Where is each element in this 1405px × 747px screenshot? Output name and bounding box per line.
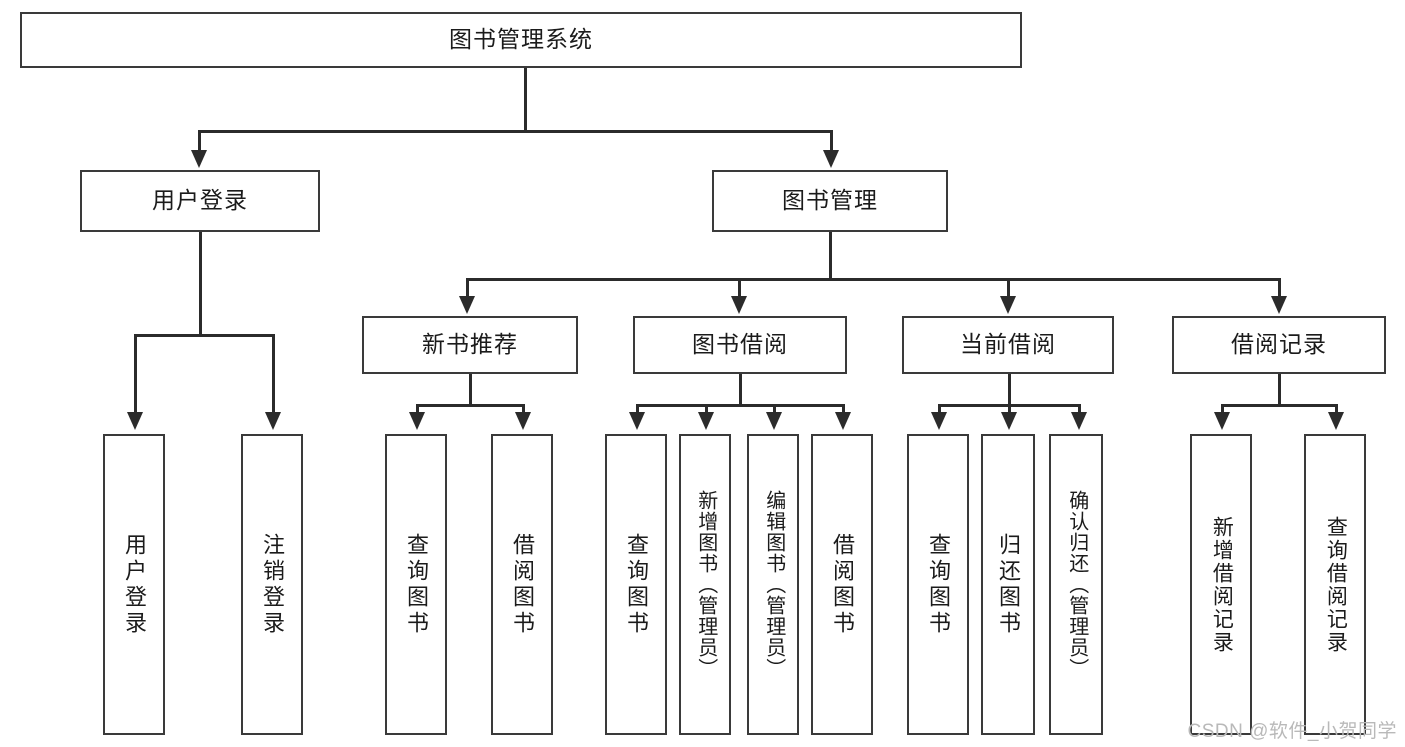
connector-borrow-to-leaf3 (773, 404, 776, 416)
node-current-borrow[interactable]: 当前借阅 (902, 316, 1114, 374)
connector-bookmgmt-to-l3-3 (1007, 278, 1010, 300)
arrow-bookmgmt-to-l3-4 (1271, 296, 1287, 314)
connector-root-stem (524, 68, 527, 132)
arrow-bookmgmt-to-l3-3 (1000, 296, 1016, 314)
leaf-return-book[interactable]: 归还图书 (981, 434, 1035, 735)
connector-login-to-leaf1 (134, 334, 137, 416)
leaf-query-borrow-record[interactable]: 查询借阅记录 (1304, 434, 1366, 735)
node-label: 确认归还（管理员） (1065, 490, 1088, 679)
leaf-query-book-current[interactable]: 查询图书 (907, 434, 969, 735)
connector-recommend-stem (469, 374, 472, 406)
connector-bookmgmt-bus (466, 278, 1280, 281)
node-label: 图书借阅 (692, 331, 788, 358)
connector-root-to-bookmgmt (830, 130, 833, 154)
arrow-borrow-to-leaf2 (698, 412, 714, 430)
connector-current-to-leaf3 (1078, 404, 1081, 416)
arrow-root-to-login (191, 150, 207, 168)
connector-record-bus (1221, 404, 1337, 407)
arrow-record-to-leaf1 (1214, 412, 1230, 430)
node-user-login[interactable]: 用户登录 (80, 170, 320, 232)
connector-borrow-bus (636, 404, 844, 407)
node-borrow-record[interactable]: 借阅记录 (1172, 316, 1386, 374)
leaf-logout[interactable]: 注销登录 (241, 434, 303, 735)
connector-record-to-leaf2 (1335, 404, 1338, 416)
leaf-borrow-book-recommend[interactable]: 借阅图书 (491, 434, 553, 735)
connector-bookmgmt-to-l3-4 (1278, 278, 1281, 300)
connector-current-stem (1008, 374, 1011, 406)
arrow-record-to-leaf2 (1328, 412, 1344, 430)
node-label: 用户登录 (121, 532, 147, 637)
node-new-book-recommend[interactable]: 新书推荐 (362, 316, 578, 374)
node-root-system[interactable]: 图书管理系统 (20, 12, 1022, 68)
arrow-borrow-to-leaf4 (835, 412, 851, 430)
connector-borrow-stem (739, 374, 742, 406)
connector-record-to-leaf1 (1221, 404, 1224, 416)
connector-bookmgmt-stem (829, 232, 832, 280)
connector-current-to-leaf1 (938, 404, 941, 416)
leaf-query-book-borrow[interactable]: 查询图书 (605, 434, 667, 735)
node-label: 图书管理 (782, 187, 878, 214)
connector-login-bus (134, 334, 274, 337)
node-book-borrow[interactable]: 图书借阅 (633, 316, 847, 374)
arrow-bookmgmt-to-l3-1 (459, 296, 475, 314)
node-label: 查询图书 (925, 532, 951, 637)
connector-borrow-to-leaf1 (636, 404, 639, 416)
connector-bookmgmt-to-l3-1 (466, 278, 469, 300)
arrow-current-to-leaf1 (931, 412, 947, 430)
node-label: 注销登录 (259, 532, 285, 637)
arrow-recommend-to-leaf2 (515, 412, 531, 430)
node-label: 编辑图书（管理员） (762, 490, 785, 679)
node-label: 新增图书（管理员） (694, 490, 717, 679)
arrow-login-to-leaf2 (265, 412, 281, 430)
node-label: 新增借阅记录 (1210, 515, 1234, 654)
leaf-confirm-return-admin[interactable]: 确认归还（管理员） (1049, 434, 1103, 735)
arrow-root-to-bookmgmt (823, 150, 839, 168)
arrow-current-to-leaf2 (1001, 412, 1017, 430)
node-label: 查询借阅记录 (1324, 515, 1348, 654)
connector-borrow-to-leaf4 (842, 404, 845, 416)
arrow-login-to-leaf1 (127, 412, 143, 430)
leaf-query-book-recommend[interactable]: 查询图书 (385, 434, 447, 735)
connector-login-to-leaf2 (272, 334, 275, 416)
connector-borrow-to-leaf2 (705, 404, 708, 416)
node-label: 当前借阅 (960, 331, 1056, 358)
connector-recommend-to-leaf2 (522, 404, 525, 416)
connector-root-bus (198, 130, 832, 133)
leaf-add-book-admin[interactable]: 新增图书（管理员） (679, 434, 731, 735)
node-label: 借阅图书 (509, 532, 535, 637)
node-label: 新书推荐 (422, 331, 518, 358)
connector-root-to-login (198, 130, 201, 154)
arrow-recommend-to-leaf1 (409, 412, 425, 430)
arrow-borrow-to-leaf3 (766, 412, 782, 430)
leaf-borrow-book[interactable]: 借阅图书 (811, 434, 873, 735)
connector-bookmgmt-to-l3-2 (738, 278, 741, 300)
node-label: 查询图书 (623, 532, 649, 637)
leaf-add-borrow-record[interactable]: 新增借阅记录 (1190, 434, 1252, 735)
leaf-user-login[interactable]: 用户登录 (103, 434, 165, 735)
connector-login-stem (199, 232, 202, 336)
connector-recommend-to-leaf1 (416, 404, 419, 416)
node-book-management[interactable]: 图书管理 (712, 170, 948, 232)
node-label: 归还图书 (995, 532, 1021, 637)
connector-current-to-leaf2 (1008, 404, 1011, 416)
node-label: 借阅图书 (829, 532, 855, 637)
arrow-borrow-to-leaf1 (629, 412, 645, 430)
node-label: 借阅记录 (1231, 331, 1327, 358)
node-label: 用户登录 (152, 187, 248, 214)
node-label: 查询图书 (403, 532, 429, 637)
leaf-edit-book-admin[interactable]: 编辑图书（管理员） (747, 434, 799, 735)
arrow-bookmgmt-to-l3-2 (731, 296, 747, 314)
arrow-current-to-leaf3 (1071, 412, 1087, 430)
node-label: 图书管理系统 (449, 26, 593, 53)
connector-record-stem (1278, 374, 1281, 406)
connector-recommend-bus (416, 404, 524, 407)
csdn-watermark: CSDN @软件_小贺同学 (1187, 721, 1397, 742)
